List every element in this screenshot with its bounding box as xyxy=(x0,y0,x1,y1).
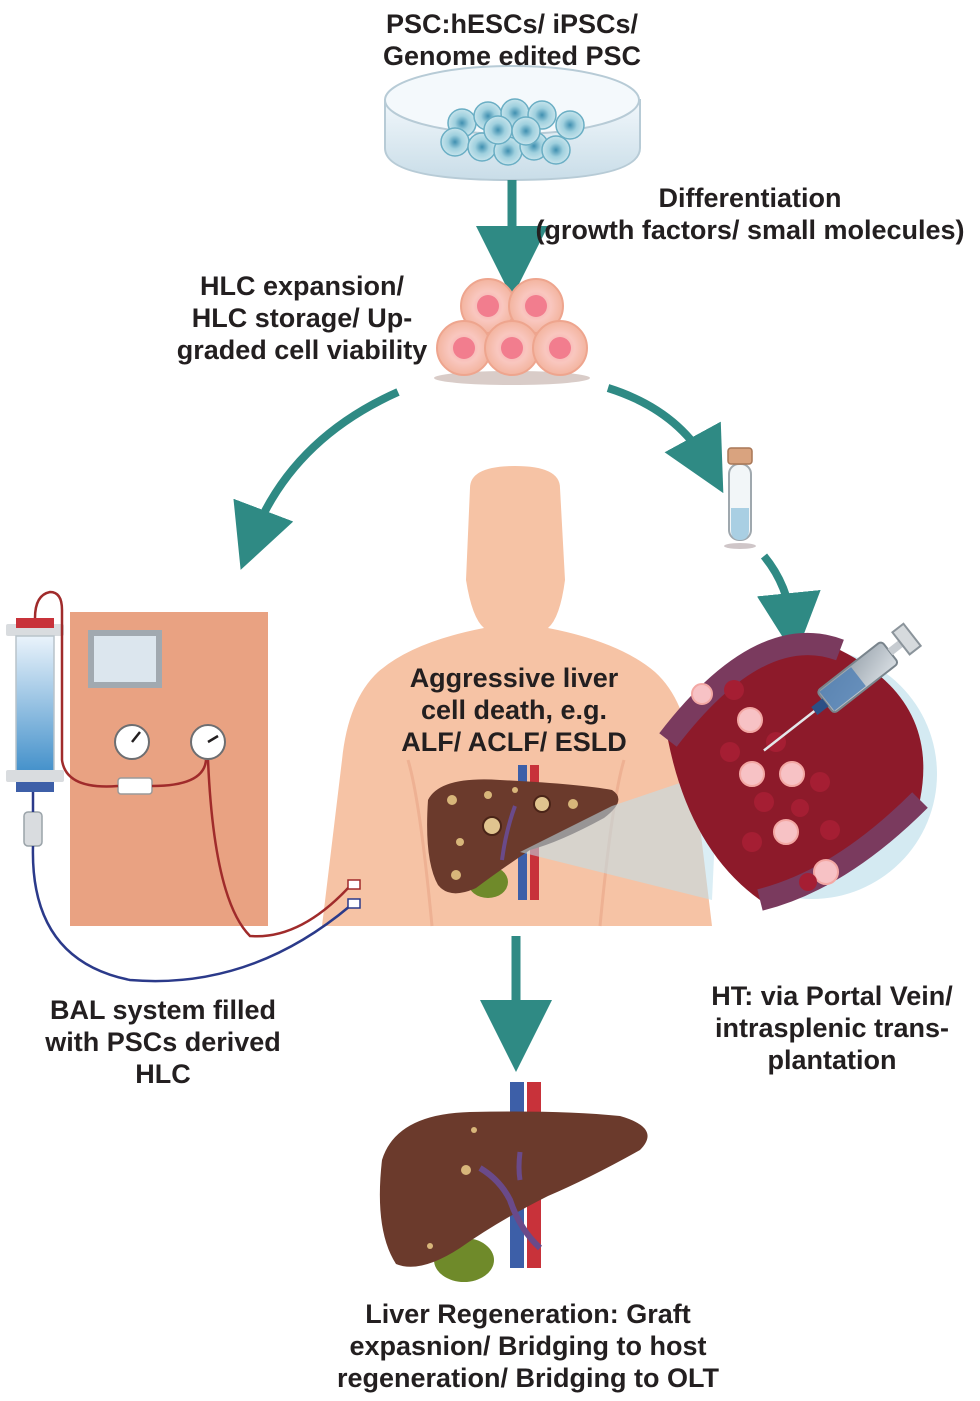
transplant-label: HT: via Portal Vein/intrasplenic trans-p… xyxy=(711,981,953,1075)
hepatocyte-cluster-icon xyxy=(434,278,590,385)
expansion-label: HLC expansion/HLC storage/ Up-graded cel… xyxy=(176,271,428,365)
differentiation-label: Differentiation(growth factors/ small mo… xyxy=(535,183,965,245)
tube-arrow xyxy=(606,384,724,494)
sample-tube-icon xyxy=(724,447,756,549)
regenerated-liver-icon xyxy=(379,1082,648,1282)
source-label: PSC:hESCs/ iPSCs/Genome edited PSC xyxy=(382,9,642,71)
transplant-arrow xyxy=(756,553,821,657)
blood-vessel-icon xyxy=(659,633,937,911)
diseased-liver-icon xyxy=(427,765,619,900)
bal-arrow xyxy=(233,388,400,570)
stem-cells-icon xyxy=(440,98,585,166)
syringe-icon xyxy=(763,622,923,752)
zoom-wedge xyxy=(520,770,718,900)
petri-dish-icon xyxy=(384,65,641,182)
bioartificial-liver-device-icon xyxy=(6,590,361,983)
